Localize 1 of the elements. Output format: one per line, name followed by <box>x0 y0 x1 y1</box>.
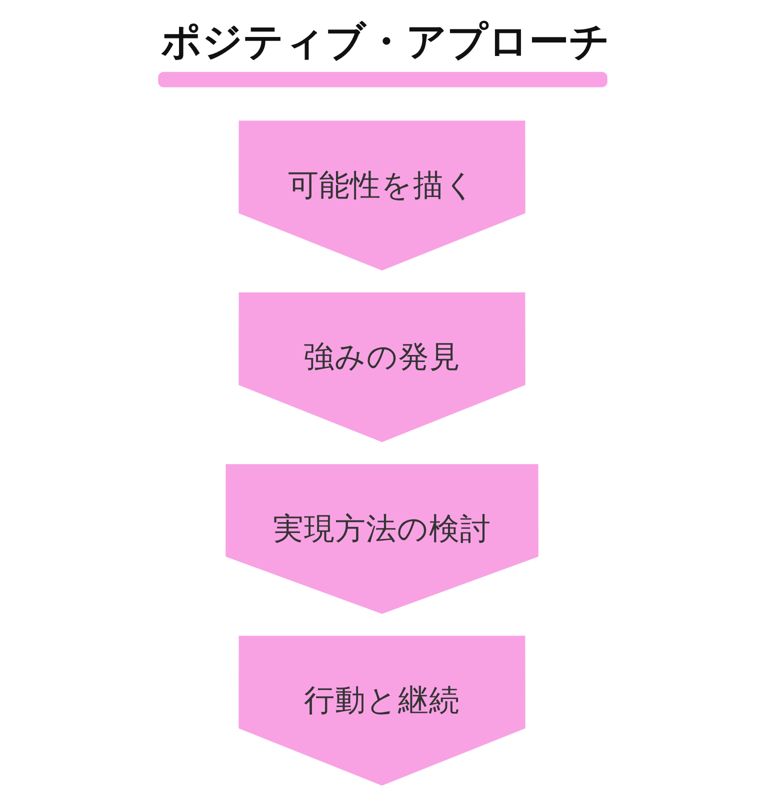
diagram-title: ポジティブ・アプローチ <box>160 18 610 65</box>
